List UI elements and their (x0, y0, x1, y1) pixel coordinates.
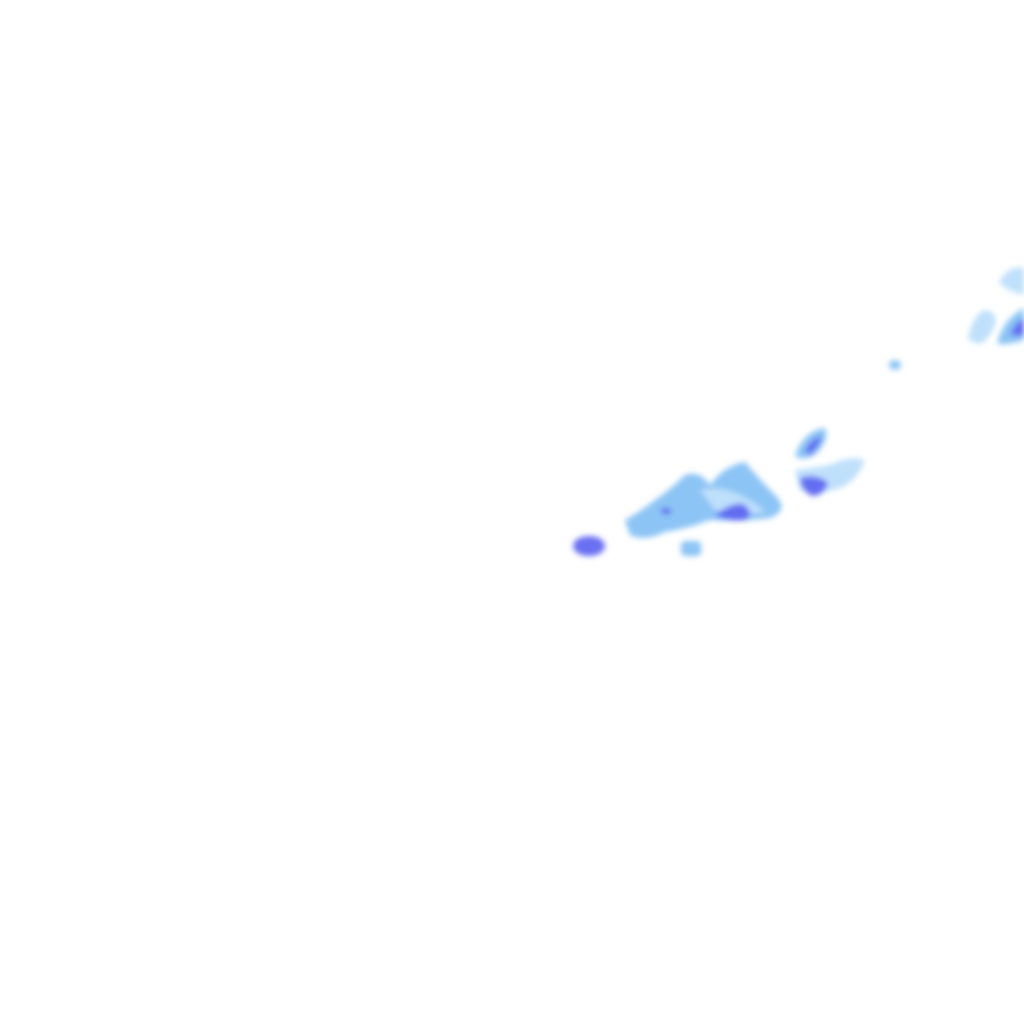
precip-cell (700, 488, 765, 514)
precip-cell (681, 541, 701, 556)
precip-cell (889, 360, 901, 370)
precip-cell (805, 436, 822, 455)
precip-cell (968, 310, 996, 344)
precip-cell (800, 476, 828, 496)
precip-cell (1010, 318, 1024, 336)
precip-cell (715, 503, 750, 521)
precip-cell (573, 536, 605, 556)
precip-cell (660, 507, 672, 515)
precip-cell (625, 462, 782, 538)
precip-cell (1000, 267, 1024, 295)
